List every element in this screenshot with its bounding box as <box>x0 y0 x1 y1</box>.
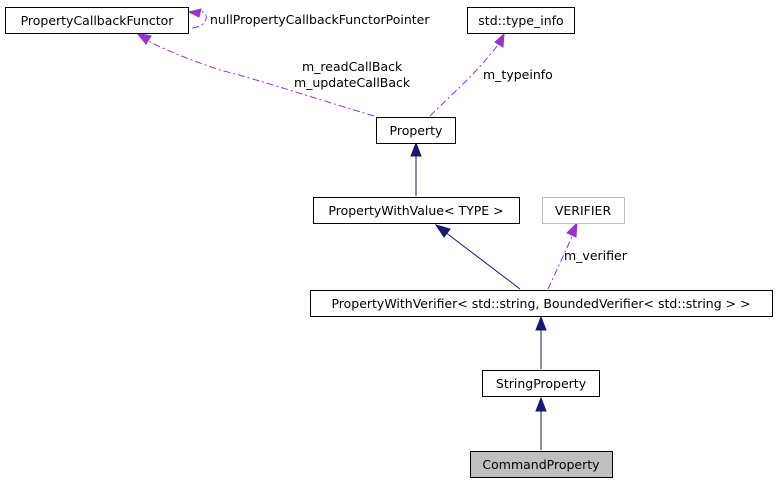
node-label: VERIFIER <box>555 203 612 218</box>
node-label: Property <box>390 123 443 138</box>
label-typeinfo: m_typeinfo <box>483 67 553 82</box>
node-property-with-value[interactable]: PropertyWithValue< TYPE > <box>313 197 520 224</box>
edge-inherit-string-property <box>535 396 547 450</box>
edge-inherit-property <box>410 141 422 196</box>
edge-typeinfo-usage <box>429 32 505 117</box>
node-label: PropertyCallbackFunctor <box>21 13 175 28</box>
node-label: PropertyWithValue< TYPE > <box>328 203 503 218</box>
node-label: PropertyWithVerifier< std::string, Bound… <box>331 296 750 311</box>
node-property-callback-functor[interactable]: PropertyCallbackFunctor <box>5 7 189 34</box>
node-label: CommandProperty <box>482 457 600 472</box>
node-string-property[interactable]: StringProperty <box>482 370 600 397</box>
label-null-callback-pointer: nullPropertyCallbackFunctorPointer <box>210 12 430 27</box>
node-label: StringProperty <box>496 376 587 391</box>
edge-null-callback-pointer <box>187 8 207 29</box>
node-property[interactable]: Property <box>376 117 456 144</box>
node-std-type-info[interactable]: std::type_info <box>467 7 575 34</box>
node-property-with-verifier[interactable]: PropertyWithVerifier< std::string, Bound… <box>310 290 773 317</box>
node-label: std::type_info <box>478 13 563 28</box>
edge-callback-usage <box>135 32 375 117</box>
edge-verifier-usage <box>547 221 578 290</box>
label-update-callback: m_updateCallBack <box>294 75 411 90</box>
edge-inherit-property-with-verifier <box>535 315 547 369</box>
label-read-callback: m_readCallBack <box>302 59 403 74</box>
edge-inherit-property-with-value <box>434 224 521 290</box>
node-command-property[interactable]: CommandProperty <box>470 451 613 478</box>
label-verifier: m_verifier <box>564 248 628 263</box>
node-verifier[interactable]: VERIFIER <box>542 197 625 224</box>
